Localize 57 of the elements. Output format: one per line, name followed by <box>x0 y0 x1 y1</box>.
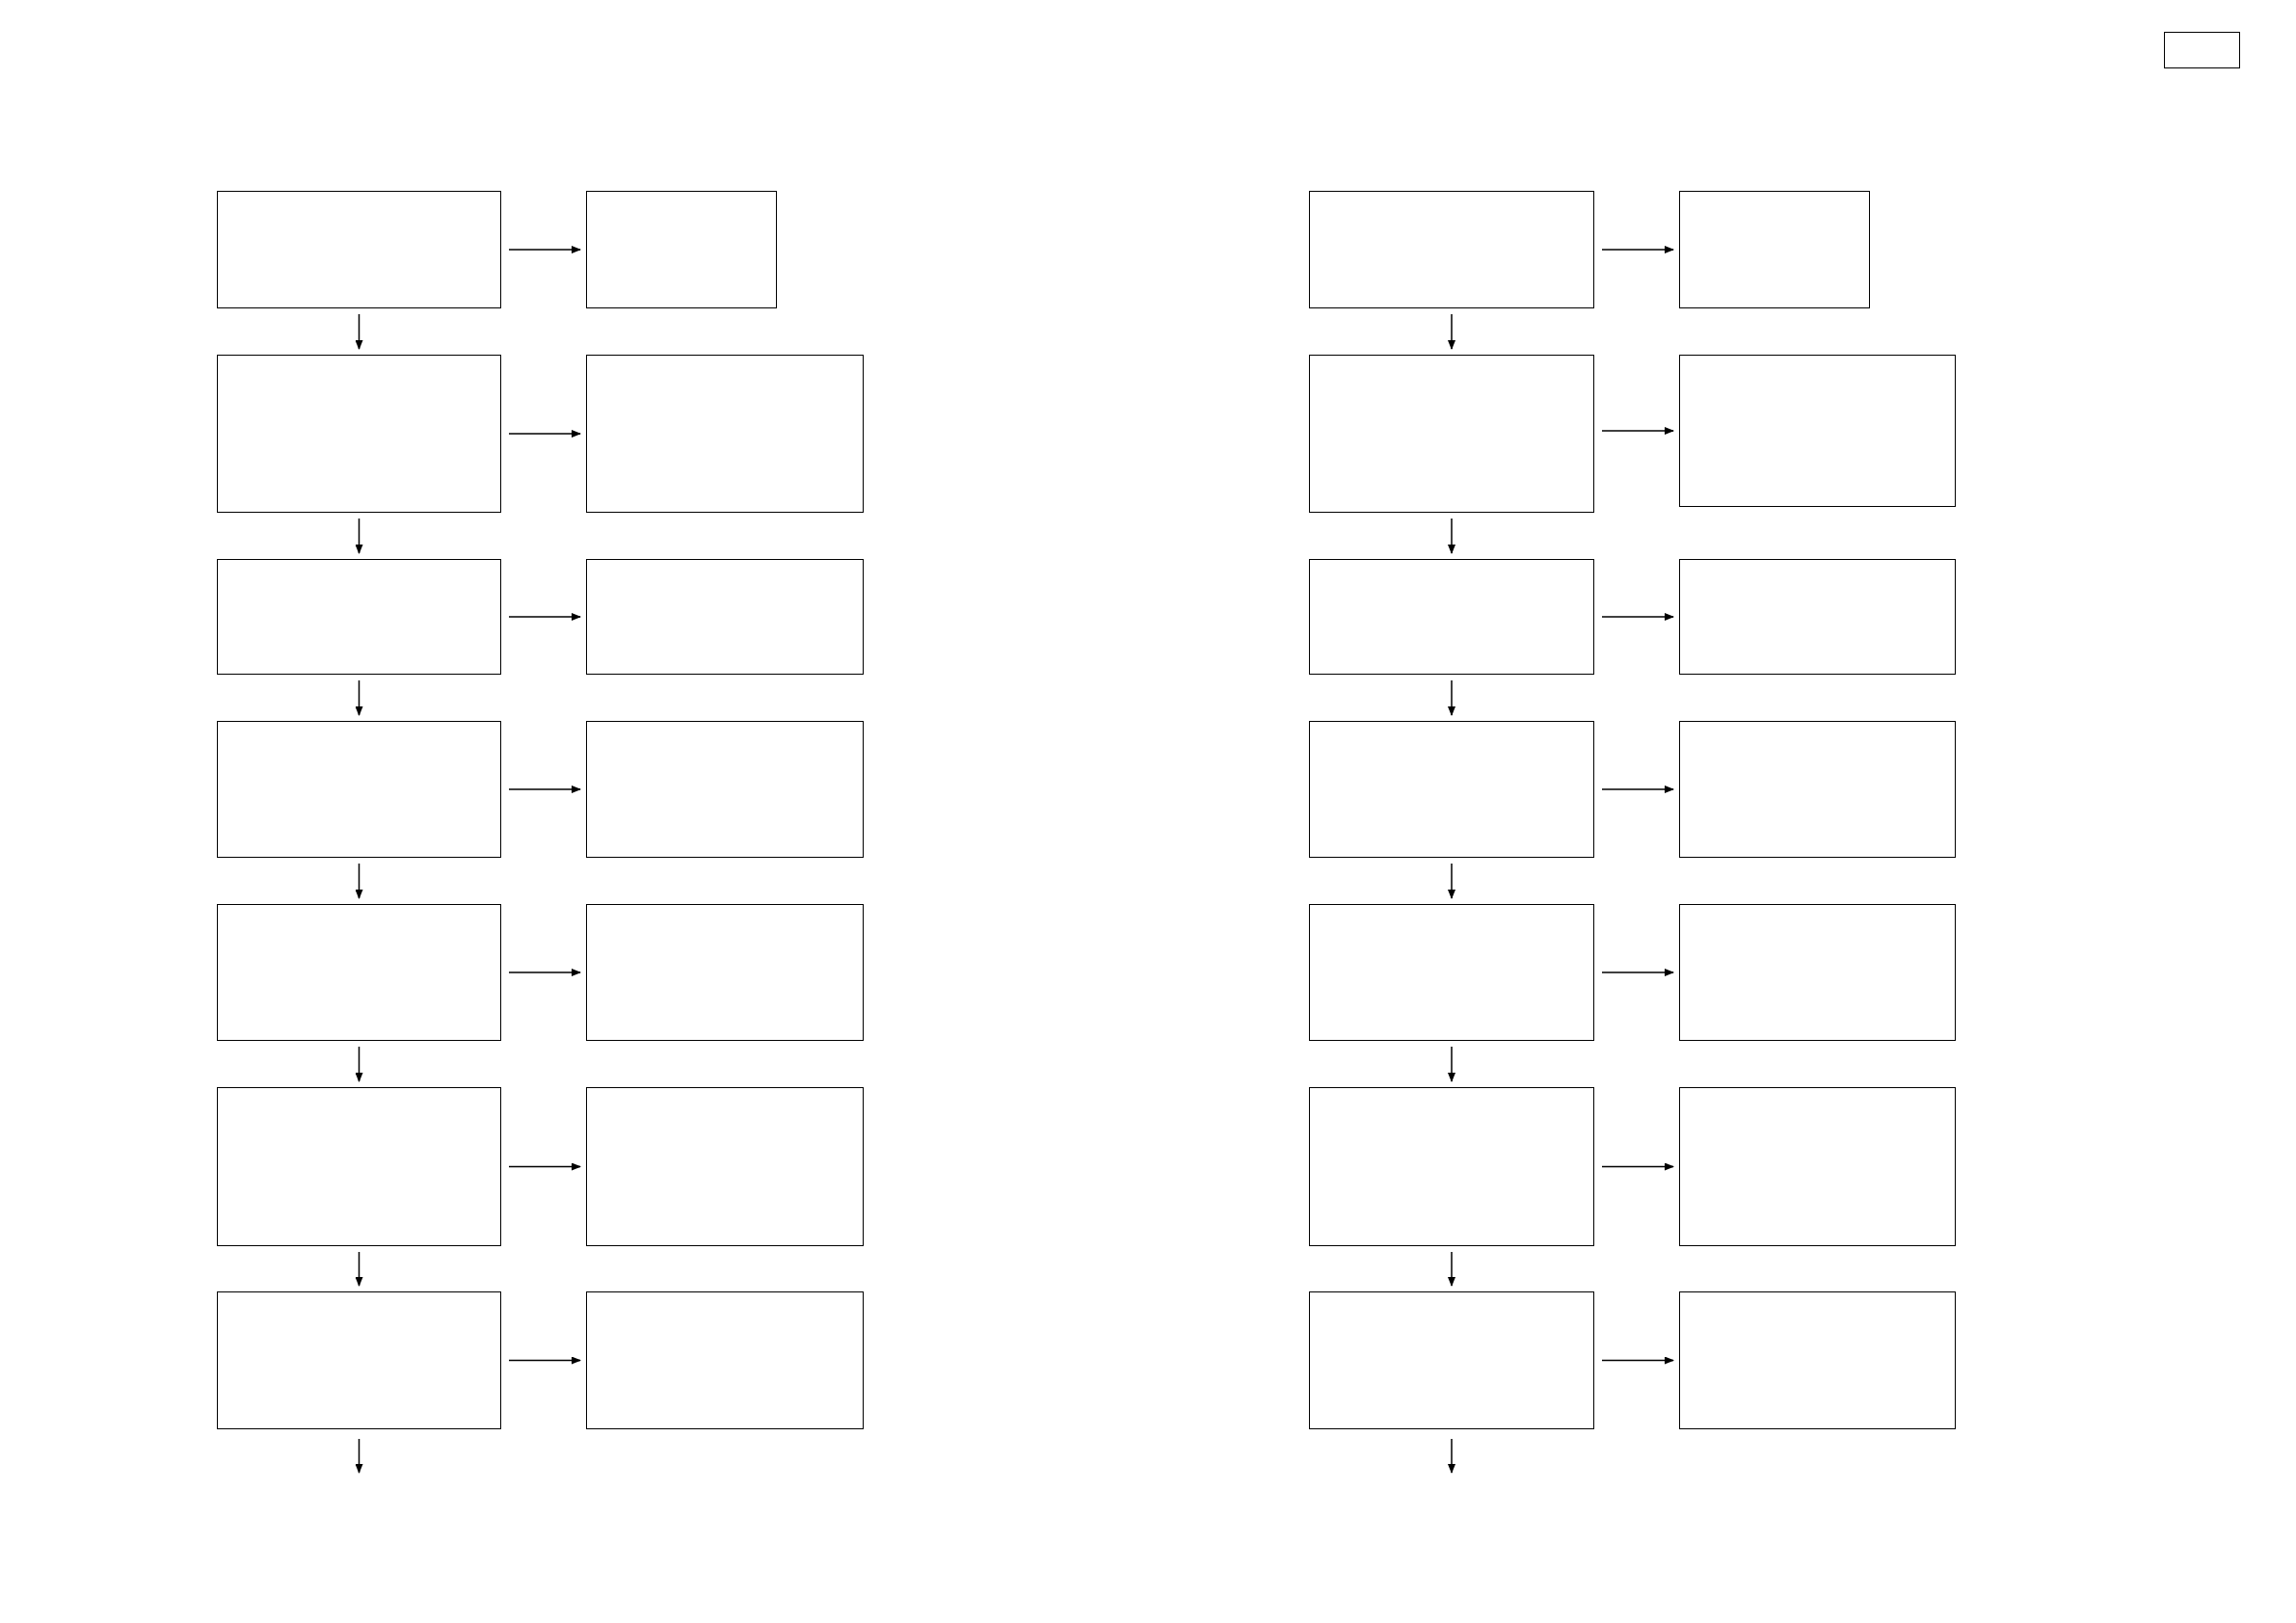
arrow <box>1448 679 1455 716</box>
arrow <box>508 1162 581 1171</box>
empty-box <box>1309 191 1594 308</box>
empty-box <box>1309 559 1594 675</box>
empty-box <box>1309 721 1594 858</box>
empty-box <box>217 904 501 1041</box>
arrow <box>355 1251 363 1287</box>
empty-box <box>586 559 864 675</box>
empty-box <box>217 1087 501 1246</box>
arrow <box>1448 863 1455 899</box>
arrow <box>508 1356 581 1365</box>
empty-box <box>586 191 777 308</box>
arrow <box>1601 427 1674 435</box>
arrow <box>1601 1162 1674 1171</box>
empty-box <box>586 904 864 1041</box>
empty-box <box>1679 904 1956 1041</box>
empty-box <box>586 1291 864 1429</box>
empty-box <box>217 191 501 308</box>
arrow <box>1448 313 1455 350</box>
arrow <box>355 1046 363 1082</box>
arrow <box>355 679 363 716</box>
arrow <box>355 1438 363 1474</box>
arrow <box>355 518 363 554</box>
arrow <box>508 246 581 253</box>
empty-box <box>217 1291 501 1429</box>
empty-box <box>1679 721 1956 858</box>
empty-box <box>1679 1291 1956 1429</box>
empty-box <box>1309 904 1594 1041</box>
empty-box <box>1679 191 1870 308</box>
empty-box <box>217 721 501 858</box>
empty-box <box>1309 1087 1594 1246</box>
empty-box <box>217 559 501 675</box>
arrow <box>1448 1046 1455 1082</box>
arrow <box>508 430 581 438</box>
arrow <box>1601 246 1674 253</box>
empty-box <box>1309 1291 1594 1429</box>
arrow <box>508 785 581 793</box>
empty-box <box>1309 355 1594 513</box>
arrow <box>355 313 363 350</box>
empty-box <box>1679 1087 1956 1246</box>
arrow <box>508 613 581 621</box>
arrow <box>1448 1438 1455 1474</box>
empty-box <box>586 1087 864 1246</box>
arrow <box>1448 518 1455 554</box>
empty-box <box>586 355 864 513</box>
arrow <box>1601 785 1674 793</box>
empty-box <box>1679 559 1956 675</box>
arrow <box>355 863 363 899</box>
empty-box <box>586 721 864 858</box>
arrow <box>1601 1356 1674 1365</box>
arrow <box>1448 1251 1455 1287</box>
empty-box <box>2164 32 2240 68</box>
arrow <box>1601 969 1674 976</box>
empty-box <box>1679 355 1956 507</box>
arrow <box>1601 613 1674 621</box>
arrow <box>508 969 581 976</box>
empty-box <box>217 355 501 513</box>
